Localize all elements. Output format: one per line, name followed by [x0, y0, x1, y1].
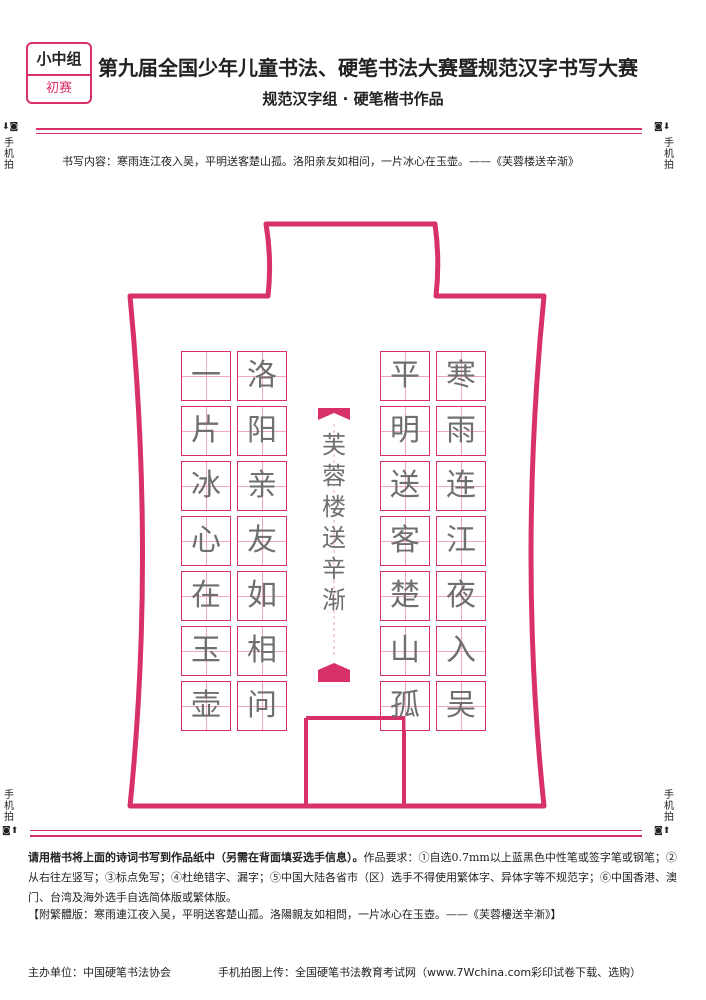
content-line: 书写内容：寒雨连江夜入吴，平明送客楚山孤。洛阳亲友如相问，一片冰心在玉壶。——《…: [62, 155, 579, 168]
side-label-top-left: 手机拍: [4, 138, 14, 171]
grid-cell: 入: [436, 626, 486, 676]
written-char: 连: [446, 468, 476, 503]
badge-group: 小中组: [28, 44, 90, 76]
written-char: 相: [247, 633, 277, 668]
grid-cell: 如: [237, 571, 287, 621]
written-char: 玉: [191, 633, 221, 668]
footer-host: 主办单位：中国硬笔书法协会: [28, 966, 171, 979]
camera-icon: ⬇◙: [2, 122, 19, 132]
grid-cell: 阳: [237, 406, 287, 456]
requirements-body: 作品要求：①自选0.7mm以上蓝黑色中性笔或签字笔或钢笔；②从右往左竖写；③标点…: [28, 851, 677, 904]
written-char: 在: [191, 578, 221, 613]
footer-upload: 手机拍图上传：全国硬笔书法教育考试网（www.7Wchina.com彩印试卷下载…: [218, 966, 642, 979]
grid-cell: 一: [181, 351, 231, 401]
written-char: 孤: [390, 688, 420, 723]
requirements: 请用楷书将上面的诗词书写到作品纸中（另需在背面填妥选手信息）。作品要求：①自选0…: [28, 848, 678, 908]
page-title: 第九届全国少年儿童书法、硬笔书法大赛暨规范汉字书写大赛: [98, 56, 638, 80]
grid-cell: 友: [237, 516, 287, 566]
grid-cell: 客: [380, 516, 430, 566]
written-char: 山: [390, 633, 420, 668]
requirements-lead: 请用楷书将上面的诗词书写到作品纸中（另需在背面填妥选手信息）。: [28, 851, 364, 864]
written-char: 入: [446, 633, 476, 668]
written-char: 送: [390, 468, 420, 503]
camera-icon: ◙⬇: [654, 122, 671, 132]
written-char: 江: [446, 523, 476, 558]
written-char: 壶: [191, 688, 221, 723]
grid-cell: 玉: [181, 626, 231, 676]
grid-cell: 在: [181, 571, 231, 621]
side-label-top-right: 手机拍: [664, 138, 674, 171]
poem-title-column: 芙蓉楼送辛渐: [316, 430, 352, 616]
camera-icon: ◙⬆: [2, 826, 19, 836]
grid-cell: 送: [380, 461, 430, 511]
written-char: 片: [191, 413, 221, 448]
grid-cell: 山: [380, 626, 430, 676]
written-char: 问: [247, 688, 277, 723]
side-label-bottom-right: 手机拍: [664, 790, 674, 823]
written-char: 夜: [446, 578, 476, 613]
grid-cell: 吴: [436, 681, 486, 731]
grid-cell: 心: [181, 516, 231, 566]
grid-cell: 冰: [181, 461, 231, 511]
grid-cell: 相: [237, 626, 287, 676]
camera-icon: ◙⬆: [654, 826, 671, 836]
grid-cell: 雨: [436, 406, 486, 456]
title-char: 芙: [322, 431, 346, 459]
written-char: 如: [247, 578, 277, 613]
top-divider-2: [36, 133, 642, 134]
bottom-divider-2: [30, 835, 642, 837]
side-label-bottom-left: 手机拍: [4, 790, 14, 823]
written-char: 平: [390, 358, 420, 393]
title-char: 蓉: [322, 462, 346, 490]
written-char: 寒: [446, 358, 476, 393]
written-char: 友: [247, 523, 277, 558]
grid-cell: 壶: [181, 681, 231, 731]
badge-stage: 初赛: [45, 81, 72, 96]
title-char: 送: [322, 524, 346, 552]
written-char: 一: [191, 358, 221, 393]
grid-cell: 平: [380, 351, 430, 401]
grid-cell: 江: [436, 516, 486, 566]
written-char: 冰: [191, 468, 221, 503]
grid-cell: 问: [237, 681, 287, 731]
written-char: 雨: [446, 413, 476, 448]
top-divider: [36, 128, 642, 130]
written-char: 亲: [247, 468, 277, 503]
grid-cell: 连: [436, 461, 486, 511]
written-char: 吴: [446, 688, 476, 723]
written-char: 洛: [247, 358, 277, 393]
written-char: 阳: [247, 413, 277, 448]
written-char: 楚: [390, 578, 420, 613]
group-badge: 小中组 初赛: [26, 42, 92, 104]
written-char: 客: [390, 523, 420, 558]
title-char: 辛: [322, 555, 346, 583]
grid-cell: 寒: [436, 351, 486, 401]
grid-cell: 片: [181, 406, 231, 456]
page-subtitle: 规范汉字组 · 硬笔楷书作品: [262, 90, 444, 108]
grid-cell: 洛: [237, 351, 287, 401]
title-char: 楼: [322, 493, 346, 521]
bottom-divider: [30, 830, 642, 831]
written-char: 心: [191, 523, 221, 558]
grid-cell: 亲: [237, 461, 287, 511]
title-char: 渐: [322, 586, 346, 614]
grid-cell: 明: [380, 406, 430, 456]
grid-cell: 夜: [436, 571, 486, 621]
grid-cell: 楚: [380, 571, 430, 621]
grid-cell: 孤: [380, 681, 430, 731]
traditional-version: 【附繁體版：寒雨連江夜入吴，平明送客楚山孤。洛陽親友如相問，一片冰心在玉壺。——…: [28, 908, 562, 921]
written-char: 明: [390, 413, 420, 448]
